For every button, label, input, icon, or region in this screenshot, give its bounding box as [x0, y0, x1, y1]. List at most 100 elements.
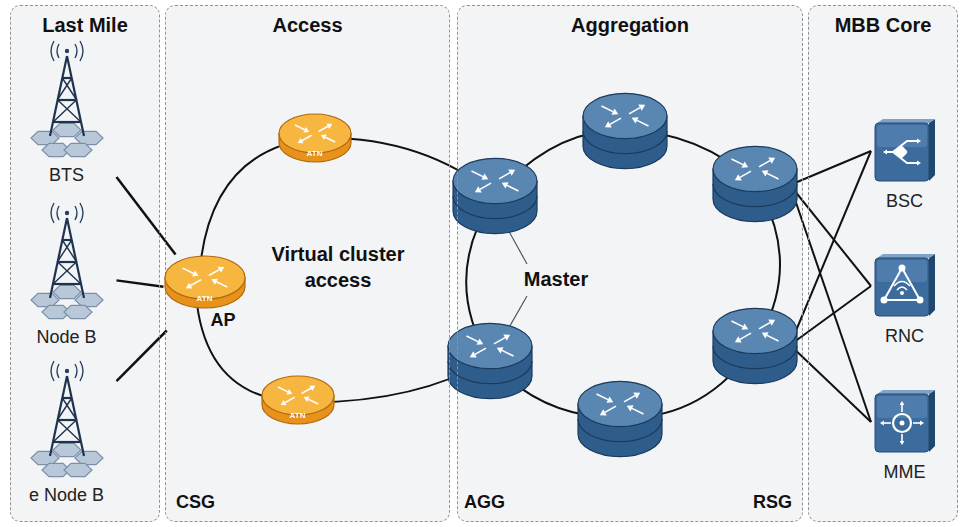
- icon-shine: [877, 260, 927, 282]
- core-element: RNC: [871, 252, 939, 347]
- icon-holder: [871, 252, 939, 320]
- region-panel: AggregationAGG RSG: [457, 5, 803, 522]
- router-arrowhead: [503, 335, 510, 341]
- node-dot: [900, 291, 904, 295]
- device-label: Node B: [36, 327, 96, 347]
- router-arrowhead: [899, 401, 904, 405]
- core-icon: [871, 252, 939, 320]
- badge-holder: ATN: [278, 146, 352, 158]
- tier-label: CSG: [176, 492, 215, 512]
- tower-brace: [53, 262, 76, 284]
- icon-holder: [17, 38, 117, 163]
- device-label: BSC: [886, 191, 923, 211]
- router-arrow: [499, 173, 510, 179]
- tower-leg: [50, 56, 67, 136]
- router-arrowhead: [880, 420, 884, 425]
- tower-bar: [62, 76, 71, 78]
- core-icon: [871, 388, 939, 456]
- cell-hexagon: [75, 293, 103, 306]
- tower-lattice: [50, 376, 84, 456]
- router-arrowhead: [185, 282, 192, 288]
- wave: [51, 203, 54, 223]
- router-arrowhead: [883, 149, 887, 154]
- base-station: Node B: [17, 200, 117, 348]
- tower-brace: [53, 100, 76, 122]
- tower-bar: [57, 418, 76, 420]
- router-arrow: [884, 422, 891, 424]
- router-top: [578, 381, 662, 426]
- link-stroke: [117, 177, 176, 254]
- label-holder: e Node B: [17, 485, 117, 506]
- core-element: MME: [871, 388, 939, 483]
- router-arrowhead: [211, 278, 218, 284]
- icon-holder: [17, 200, 117, 325]
- router-arrowhead: [481, 173, 488, 179]
- tower-bar: [52, 120, 80, 122]
- access-ring: [196, 295, 490, 402]
- router-arrow: [466, 336, 478, 342]
- router-arrow: [502, 350, 514, 356]
- wave: [80, 203, 83, 223]
- router-arrowhead: [768, 158, 775, 164]
- cell-hexagon: [53, 443, 81, 456]
- router-arrow: [301, 388, 310, 393]
- panel-fill: [808, 5, 958, 522]
- router-arrowhead: [735, 174, 742, 180]
- icon-holder: [871, 117, 939, 185]
- tower-brace: [57, 240, 71, 262]
- title-holder: Aggregation: [458, 14, 802, 37]
- title-holder: MBB Core: [809, 14, 957, 37]
- router-arrow: [632, 408, 644, 414]
- tier-holder: CSG: [176, 492, 215, 513]
- router-arrow: [471, 171, 483, 177]
- router-arrowhead: [497, 347, 504, 353]
- antenna-dot: [64, 48, 68, 52]
- tier-holder: AGG: [464, 492, 505, 513]
- router-arrow: [629, 108, 640, 114]
- label-holder: BTS: [17, 165, 117, 186]
- router-arrow: [216, 281, 227, 286]
- tower-icon: [17, 358, 117, 483]
- router-arrowhead: [303, 126, 309, 131]
- router-arrow: [901, 434, 903, 441]
- cell-hexagon: [53, 123, 81, 136]
- cell-hexagon: [64, 463, 92, 476]
- router-arrow: [325, 137, 335, 142]
- title-holder: Access: [166, 14, 449, 37]
- panel-fill: [457, 5, 803, 522]
- tower-brace: [57, 78, 71, 100]
- signal-arc: [894, 281, 910, 290]
- wave: [57, 44, 59, 58]
- router-arrowhead: [741, 161, 748, 167]
- label-holder: Node B: [17, 327, 117, 348]
- router-top: [165, 256, 245, 299]
- router-arrowhead: [502, 182, 509, 188]
- node-dot: [899, 420, 904, 425]
- tier-label: RSG: [753, 492, 792, 512]
- router-arrow: [182, 268, 193, 273]
- router-arrow: [480, 183, 491, 189]
- wave: [57, 206, 59, 220]
- icon-face: [875, 123, 929, 181]
- antenna-dot: [64, 368, 68, 372]
- router-arrow: [277, 386, 287, 391]
- router-top: [583, 93, 667, 138]
- router-arrow: [475, 348, 486, 354]
- router-arrow: [624, 396, 635, 402]
- router-arrowhead: [280, 399, 286, 404]
- tower-brace: [57, 100, 80, 122]
- badge-holder: ATN: [261, 408, 335, 420]
- badge-holder: ATN: [164, 291, 246, 303]
- tower-bar: [52, 440, 80, 442]
- router-arrowhead: [600, 409, 607, 415]
- wave: [80, 361, 83, 381]
- wave: [51, 361, 54, 381]
- router-arrowhead: [605, 121, 612, 127]
- router-arrow: [610, 118, 621, 124]
- router-arrowhead: [632, 117, 639, 123]
- wave: [57, 364, 59, 378]
- router-top: [453, 158, 537, 203]
- region-panel: MBB CoreBSC RNC MME: [808, 5, 958, 522]
- router-arrow: [605, 406, 616, 412]
